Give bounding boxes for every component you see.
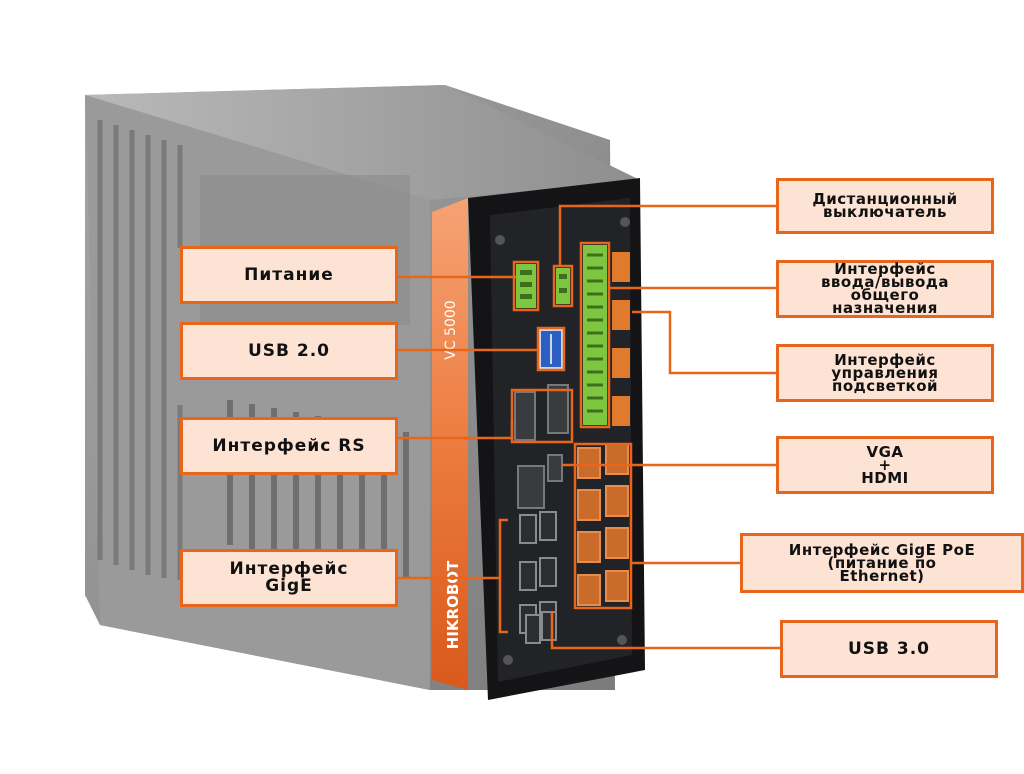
callout-usb2-text: USB 2.0: [247, 340, 331, 361]
rs-connectors: [514, 384, 569, 441]
callout-gige-poe-line3: Ethernet): [839, 566, 925, 585]
callout-gpio-line2: ввода/вывода: [820, 273, 950, 291]
callout-usb3-text: USB 3.0: [847, 638, 931, 659]
callout-usb3: USB 3.0: [780, 620, 998, 678]
callout-power-text: Питание: [244, 264, 334, 285]
front-strip: VC 5000 HIKROBOT: [432, 198, 468, 690]
callout-usb2: USB 2.0: [180, 322, 398, 380]
gige-ports: [519, 511, 557, 634]
callout-remote-switch: Дистанционный выключатель: [776, 178, 994, 234]
callout-video-line1: VGA: [866, 442, 904, 461]
callout-video: VGA + HDMI: [776, 436, 994, 494]
callout-light-control-line2: управления: [831, 363, 939, 382]
callout-video-line2: +: [878, 455, 892, 474]
model-badge: VC 5000: [443, 300, 459, 359]
callout-gpio-line4: назначения: [832, 299, 938, 317]
callout-gpio: Интерфейс ввода/вывода общего назначения: [776, 260, 994, 318]
callout-power: Питание: [180, 246, 398, 304]
gpio-terminal-block: [583, 245, 607, 425]
callout-gige: Интерфейс GigE: [180, 549, 398, 607]
callout-gige-line1: Интерфейс: [229, 559, 349, 579]
leader-lines: [395, 204, 780, 650]
callout-gige-poe: Интерфейс GigE PoE (питание по Ethernet): [740, 533, 1024, 593]
callout-gige-line2: GigE: [265, 576, 313, 596]
usb2-ports: [539, 329, 563, 369]
callout-remote-switch-line1: Дистанционный: [812, 190, 958, 208]
callout-gige-poe-line2: (питание по: [827, 553, 937, 572]
light-control-connectors: [612, 252, 630, 426]
callout-gpio-line1: Интерфейс: [834, 260, 936, 278]
callout-light-control: Интерфейс управления подсветкой: [776, 344, 994, 402]
callout-video-line3: HDMI: [861, 468, 909, 487]
heatsink-fins: [97, 120, 183, 580]
callout-remote-switch-line2: выключатель: [822, 203, 948, 221]
power-terminal: [516, 264, 536, 308]
callout-gpio-line3: общего: [850, 286, 920, 304]
remote-switch-terminal: [556, 268, 570, 304]
callout-rs: Интерфейс RS: [180, 417, 398, 475]
gige-poe-ports: [577, 443, 629, 606]
vga-hdmi-ports: [517, 454, 563, 509]
callout-rs-text: Интерфейс RS: [212, 435, 366, 456]
callout-gige-poe-line1: Интерфейс GigE PoE: [788, 540, 976, 559]
brand-logo: HIKROBOT: [444, 560, 462, 649]
callout-light-control-line3: подсветкой: [831, 376, 939, 395]
callout-light-control-line1: Интерфейс: [834, 350, 936, 369]
